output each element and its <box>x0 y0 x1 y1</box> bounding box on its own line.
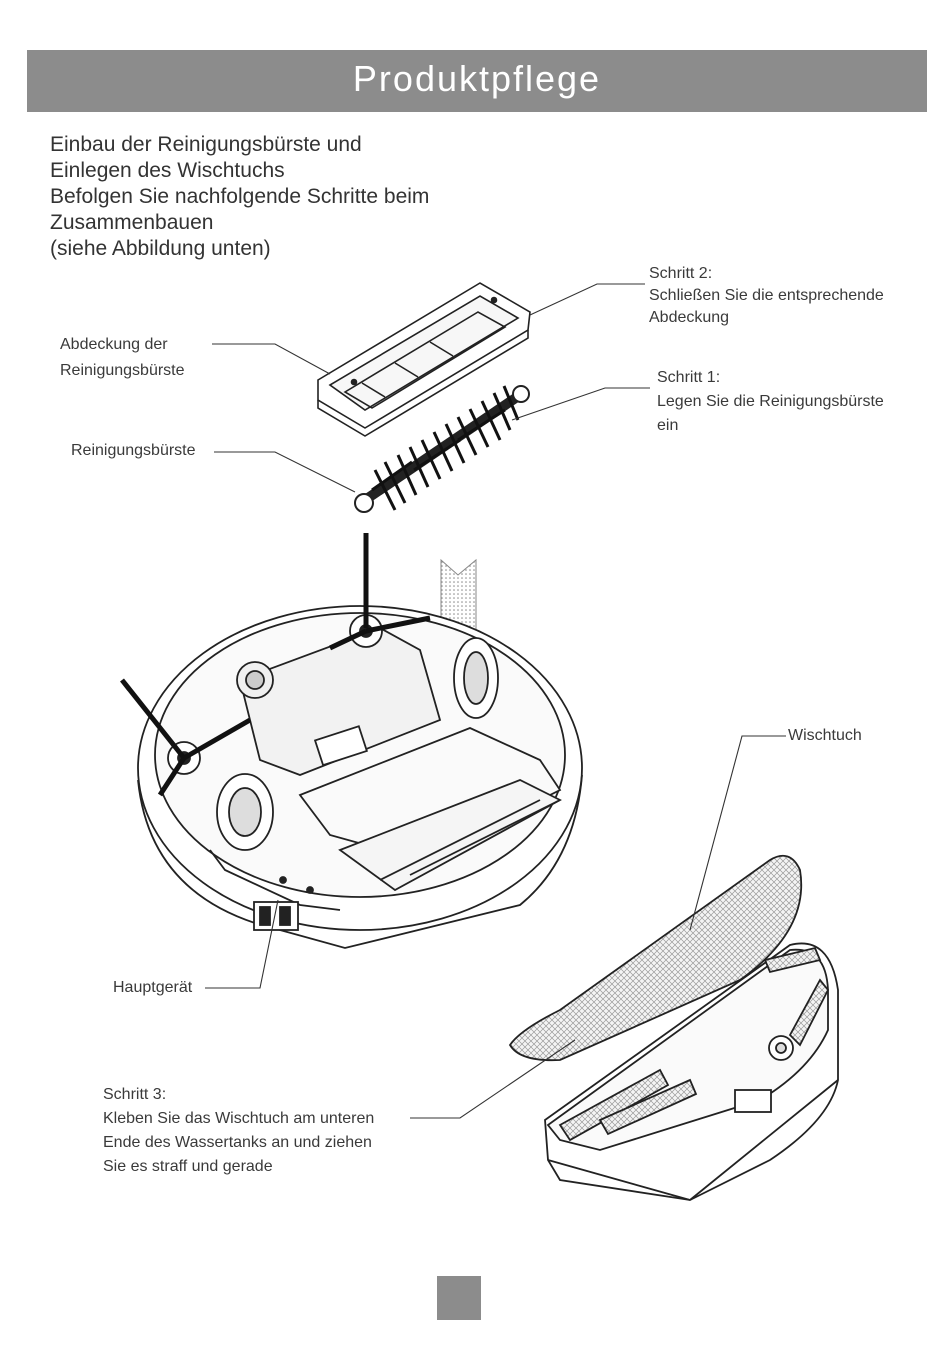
callout-step3: Schritt 3: Kleben Sie das Wischtuch am u… <box>103 1086 375 1175</box>
callout-step2: Schritt 2: Schließen Sie die entsprechen… <box>649 265 884 326</box>
robot-main-unit-drawing <box>137 605 583 949</box>
intro-line: Einbau der Reinigungsbürste und <box>50 133 362 156</box>
intro-text: Einbau der Reinigungsbürste und Einlegen… <box>50 132 520 262</box>
callout-brush-cover: Abdeckung der Reinigungsbürste <box>60 336 185 379</box>
callout-brush: Reinigungsbürste <box>71 442 196 459</box>
intro-line: Einlegen des Wischtuchs <box>50 159 285 182</box>
page-title: Produktpflege <box>352 58 602 99</box>
callout-main-unit: Hauptgerät <box>113 979 193 996</box>
intro-line: Befolgen Sie nachfolgende Schritte beim <box>50 185 430 208</box>
callout-mop: Wischtuch <box>788 727 862 744</box>
roller-brush-drawing <box>354 385 530 513</box>
page-number-marker <box>437 1276 481 1320</box>
callout-leader-lines <box>205 283 786 1119</box>
brush-cover-drawing <box>317 282 531 437</box>
callout-step1: Schritt 1: Legen Sie die Reinigungsbürst… <box>657 369 884 434</box>
intro-line: (siehe Abbildung unten) <box>50 237 271 260</box>
intro-line: Zusammenbauen <box>50 211 214 234</box>
side-brushes-drawing <box>120 533 431 797</box>
header-bar: Produktpflege <box>27 50 927 112</box>
water-tank-drawing <box>544 942 839 1201</box>
mop-pad-drawing <box>508 854 803 1062</box>
